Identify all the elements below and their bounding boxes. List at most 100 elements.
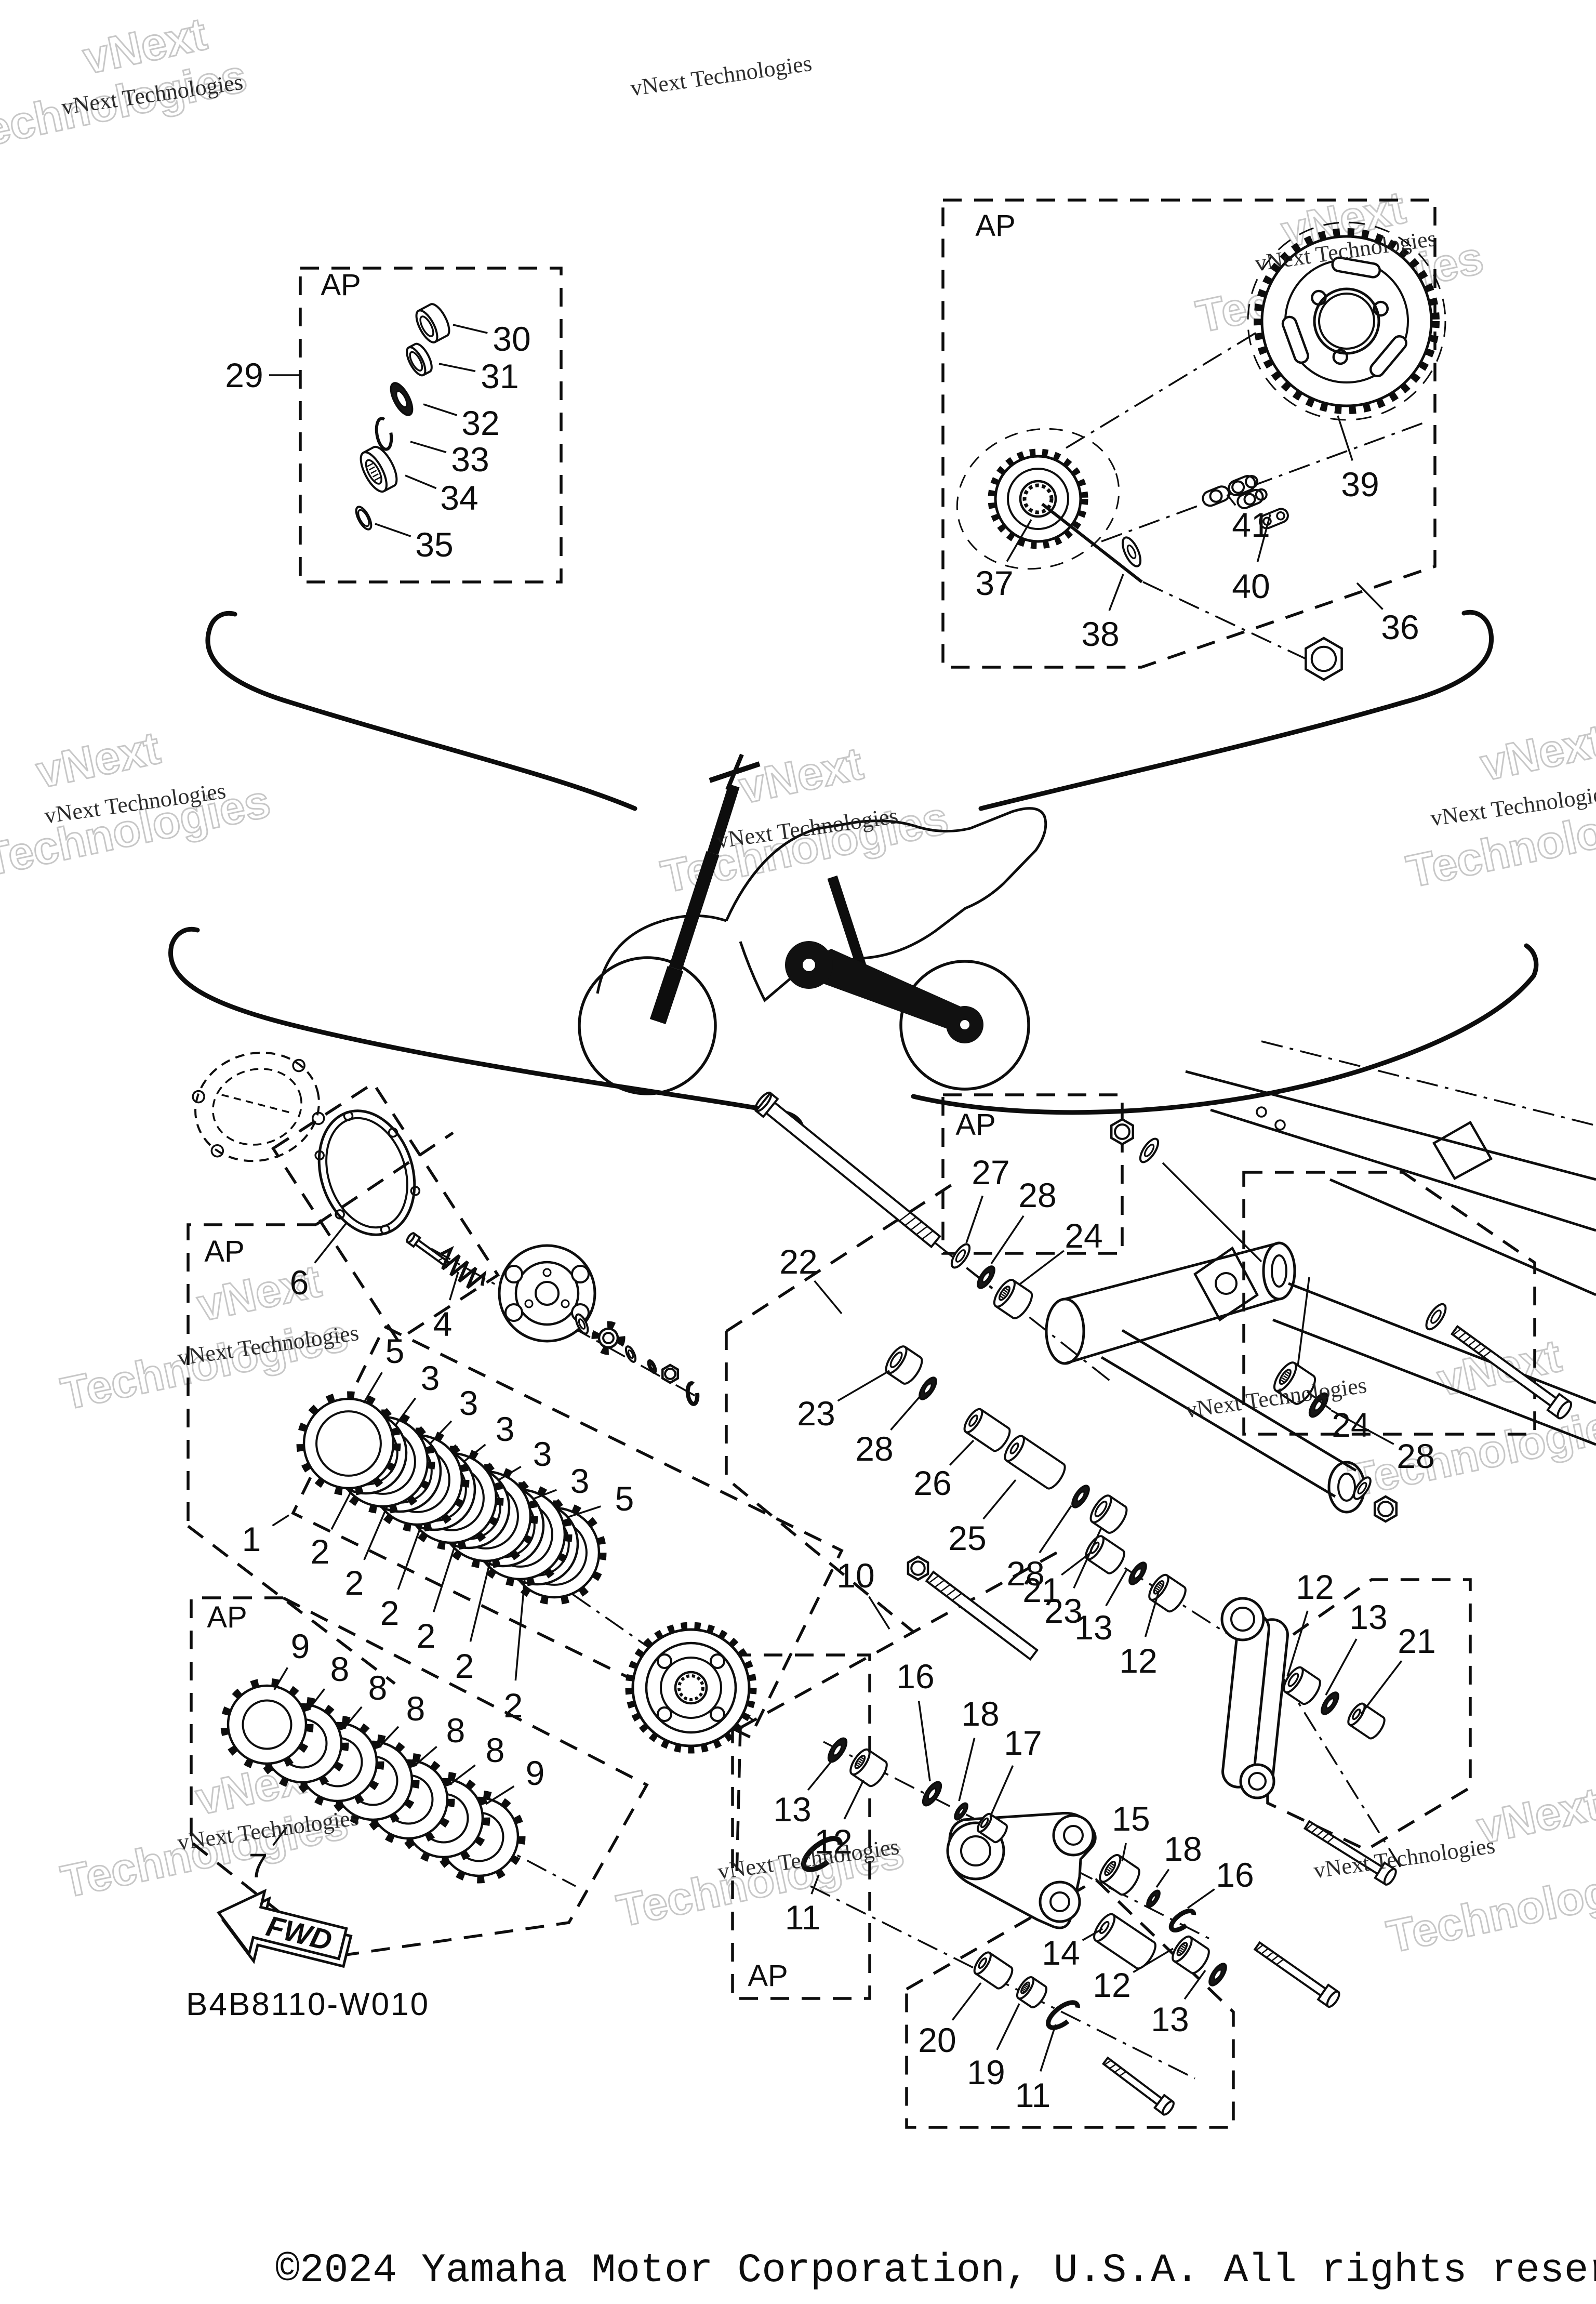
- leader-line: [272, 1514, 289, 1527]
- ring-seal-part: [1321, 1691, 1339, 1715]
- leader-line: [1121, 1843, 1127, 1862]
- leader-line: [449, 1764, 476, 1785]
- leader-line: [965, 1195, 983, 1243]
- part-label-10: 10: [836, 1556, 874, 1595]
- leader-line: [1256, 514, 1271, 563]
- part-label-19: 19: [967, 2053, 1005, 2091]
- part-label-29: 29: [225, 356, 263, 394]
- ring-seal-part: [1146, 1889, 1161, 1908]
- leader-line: [453, 324, 488, 334]
- leader-line: [397, 1523, 423, 1590]
- ring-seal-part: [827, 1737, 848, 1763]
- ring-seal-part: [1139, 1137, 1160, 1163]
- part-label-13: 13: [1349, 1598, 1387, 1636]
- part-label-24: 24: [1332, 1406, 1369, 1444]
- cylinder-part: [360, 445, 398, 493]
- leader-line: [837, 1370, 890, 1402]
- cylinder-part: [1172, 1935, 1210, 1975]
- relay-arm-linkage: [754, 1091, 1289, 1929]
- rear-sprocket: [1247, 221, 1446, 421]
- cylinder-part: [415, 303, 450, 343]
- watermark-text: vNext: [735, 737, 867, 814]
- leader-line: [1108, 574, 1124, 611]
- part-label-7: 7: [249, 1846, 268, 1885]
- leader-line: [432, 1541, 457, 1612]
- swingarm-assembly: [1045, 1070, 1596, 1514]
- leader-line: [1082, 1928, 1103, 1941]
- cylinder-part: [973, 1951, 1014, 1990]
- leader-line: [1073, 1527, 1102, 1589]
- part-label-15: 15: [1112, 1799, 1150, 1838]
- part-label-3: 3: [570, 1462, 590, 1500]
- part-label-8: 8: [368, 1669, 388, 1707]
- leader-line: [807, 1760, 832, 1791]
- leader-line: [1337, 415, 1353, 461]
- leader-line: [330, 1487, 354, 1530]
- part-label-32: 32: [461, 404, 499, 442]
- leader-line: [363, 1372, 383, 1403]
- clutch-assembly: [192, 1051, 757, 1754]
- cylinder-part: [406, 342, 433, 377]
- leader-line: [498, 1466, 522, 1481]
- leader-line: [410, 441, 447, 454]
- ring-seal-part: [1353, 1476, 1372, 1500]
- leader-line: [272, 1826, 288, 1846]
- diagram-code: B4B8110-W010: [186, 1987, 430, 2022]
- part-label-3: 3: [533, 1435, 552, 1473]
- leader-line: [982, 1479, 1017, 1520]
- hex-nut: [1373, 1495, 1398, 1523]
- friction-plate: [296, 1391, 401, 1496]
- part-label-13: 13: [1151, 2000, 1189, 2038]
- part-label-16: 16: [1216, 1856, 1254, 1894]
- part-label-26: 26: [913, 1464, 951, 1502]
- ring-seal-part: [1121, 536, 1142, 567]
- master-link: [1259, 508, 1289, 529]
- leader-line: [917, 1701, 931, 1782]
- friction-plate: [591, 1321, 626, 1355]
- leader-line: [949, 1439, 975, 1466]
- leader-line: [1144, 1592, 1160, 1637]
- friction-plate: [220, 1678, 314, 1771]
- part-label-23: 23: [1044, 1592, 1082, 1630]
- leader-line: [1061, 1551, 1093, 1576]
- ring-seal-part: [950, 1243, 971, 1269]
- leader-line: [996, 2003, 1020, 2050]
- leader-line: [1039, 1505, 1072, 1554]
- part-label-13: 13: [773, 1790, 811, 1829]
- part-label-1: 1: [242, 1520, 261, 1558]
- leader-line: [514, 1578, 526, 1681]
- part-label-3: 3: [496, 1410, 515, 1448]
- watermark-text: vNext: [32, 722, 164, 798]
- ring-seal-part: [1208, 1963, 1227, 1987]
- ring-seal-part: [977, 1265, 995, 1289]
- part-label-9: 9: [291, 1627, 310, 1665]
- hex-nut: [907, 1555, 929, 1581]
- part-label-6: 6: [290, 1263, 309, 1302]
- leader-line: [1133, 1948, 1174, 1974]
- crankcase-cover: [192, 1051, 325, 1162]
- part-label-12: 12: [1119, 1641, 1157, 1680]
- part-label-28: 28: [1006, 1554, 1044, 1593]
- leader-line: [1356, 582, 1384, 610]
- hex-nut: [661, 1363, 679, 1384]
- part-label-4: 4: [433, 1305, 453, 1343]
- part-label-2: 2: [380, 1594, 400, 1632]
- chain-links: [1202, 475, 1268, 509]
- part-label-11: 11: [785, 1898, 821, 1937]
- part-label-2: 2: [417, 1617, 436, 1655]
- part-label-30: 30: [493, 320, 530, 358]
- leader-line: [485, 1785, 515, 1805]
- cylinder-part: [849, 1748, 888, 1787]
- leader-line: [1331, 1409, 1394, 1445]
- part-label-27: 27: [972, 1153, 1009, 1191]
- ring-seal-part: [1128, 1561, 1147, 1585]
- ring-seal-part: [355, 506, 373, 531]
- leader-line: [810, 1874, 820, 1895]
- bolt: [1253, 1941, 1340, 2008]
- leader-line: [990, 1215, 1025, 1264]
- part-label-20: 20: [918, 2021, 956, 2059]
- relay-arm: [946, 1811, 1097, 1929]
- ring-seal-part: [1425, 1303, 1447, 1331]
- leader-line: [395, 1397, 417, 1426]
- cylinder-part: [1004, 1435, 1066, 1490]
